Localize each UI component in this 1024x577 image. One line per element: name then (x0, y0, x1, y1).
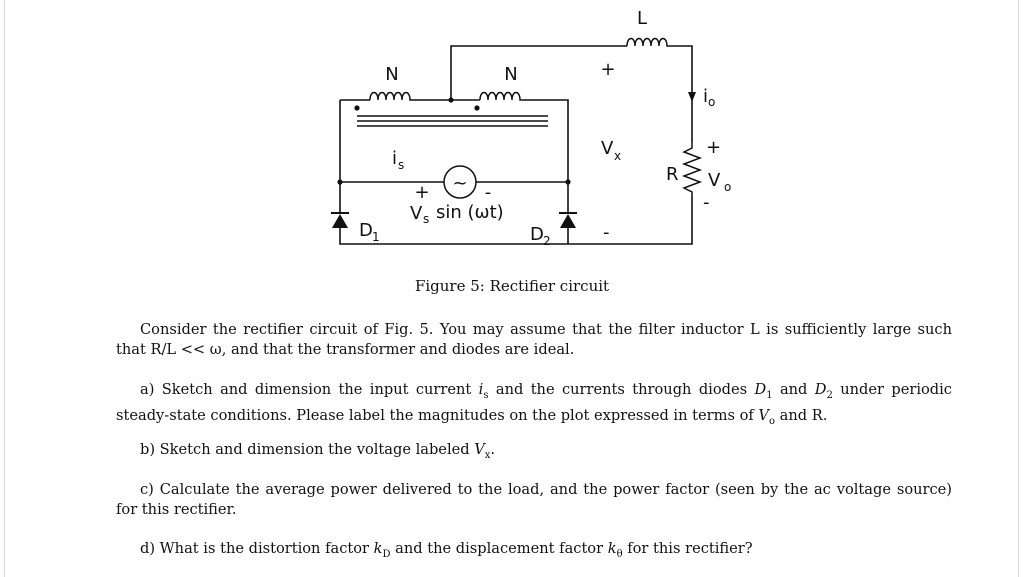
question-c: c) Calculate the average power delivered… (116, 481, 952, 518)
current-arrow-io (688, 92, 696, 102)
label-resistor: R (666, 164, 679, 185)
question-a-d2-sub: 2 (826, 389, 833, 401)
question-b: b) Sketch and dimension the voltage labe… (116, 440, 952, 466)
question-a-is-sub: s (483, 389, 489, 401)
diode-d2-triangle (560, 214, 576, 228)
label-d1: D (359, 220, 373, 241)
ac-source-tilde: ~ (452, 173, 467, 194)
label-io: i (703, 86, 708, 107)
inductor-coil (626, 37, 675, 47)
question-b-text-1: b) Sketch and dimension the voltage labe… (140, 441, 475, 458)
label-io-sub: o (708, 95, 715, 109)
label-vx-sub: x (614, 149, 621, 163)
label-vo-minus: - (703, 192, 710, 213)
junction-right (565, 179, 571, 185)
label-source-plus: + (414, 182, 429, 203)
question-a: a) Sketch and dimension the input curren… (116, 380, 952, 432)
question-b-text-2: . (490, 441, 496, 458)
junction-center-tap (448, 97, 454, 103)
question-d-kt-sub: θ (616, 548, 623, 560)
winding-left-coil (369, 91, 418, 101)
question-d-kd: k (373, 540, 383, 557)
question-a-text-4: under periodic steady-state conditions. … (116, 381, 952, 424)
intro-paragraph: Consider the rectifier circuit of Fig. 5… (116, 321, 952, 358)
question-d-text-3: for this rectifier? (622, 540, 753, 557)
question-b-vx: V (474, 441, 485, 458)
junction-left (337, 179, 343, 185)
label-winding-right: N (504, 64, 517, 85)
label-vx-plus: + (600, 59, 615, 80)
question-d-kd-sub: D (382, 548, 391, 560)
question-a-d1-sub: 1 (766, 389, 773, 401)
question-a-text-3: and (772, 381, 815, 398)
wire-return-bottom (339, 196, 693, 245)
ac-source-circle (443, 165, 477, 199)
question-a-vo: V (758, 406, 769, 424)
question-a-is: i (478, 381, 484, 398)
label-is: i (392, 148, 397, 169)
question-d-kt: k (607, 540, 617, 557)
label-source-v-sub: s (423, 212, 429, 226)
polarity-dot-right (474, 105, 480, 111)
wire-inductor-to-resistor (675, 45, 693, 142)
label-vo-sub: o (724, 180, 731, 194)
label-d2-sub: 2 (543, 234, 551, 248)
diode-d1-triangle (332, 214, 348, 228)
label-vx-minus: - (603, 222, 610, 243)
question-d-text-1: d) What is the distortion factor (140, 540, 374, 557)
question-a-text-2: and the currents through diodes (488, 381, 755, 398)
label-vx: V (601, 138, 614, 159)
winding-right-coil (479, 91, 528, 101)
question-a-text-1: a) Sketch and dimension the input curren… (140, 381, 479, 398)
label-vo: V (708, 170, 721, 191)
question-a-vo-sub: o (768, 415, 775, 427)
question-a-d1: D (754, 381, 767, 398)
question-a-text-5: and R. (775, 406, 828, 424)
resistor-zigzag (681, 142, 703, 196)
wire-center-tap-to-inductor (450, 45, 627, 100)
figure-caption: Figure 5: Rectifier circuit (414, 277, 610, 295)
label-d1-sub: 1 (372, 230, 380, 244)
label-source-function: sin (ωt) (436, 202, 504, 223)
label-vo-plus: + (706, 137, 721, 158)
label-source-v: V (410, 203, 423, 224)
left-frame-line (4, 0, 5, 577)
wire-winding-right-lead (528, 99, 569, 182)
rectifier-circuit-diagram: L N N + i V + i R V + - - V sin (ωt) D D… (331, 8, 731, 248)
question-d-text-2: and the displacement factor (390, 540, 608, 557)
question-d: d) What is the distortion factor kD and … (116, 539, 952, 565)
label-winding-left: N (385, 64, 398, 85)
polarity-dot-left (354, 105, 360, 111)
right-frame-line (1018, 0, 1019, 577)
label-source-minus: - (485, 182, 492, 203)
label-d2: D (530, 224, 544, 245)
question-a-d2: D (814, 381, 827, 398)
label-inductor: L (637, 8, 647, 29)
label-is-sub: s (398, 158, 404, 172)
question-b-vx-sub: x (484, 449, 491, 461)
